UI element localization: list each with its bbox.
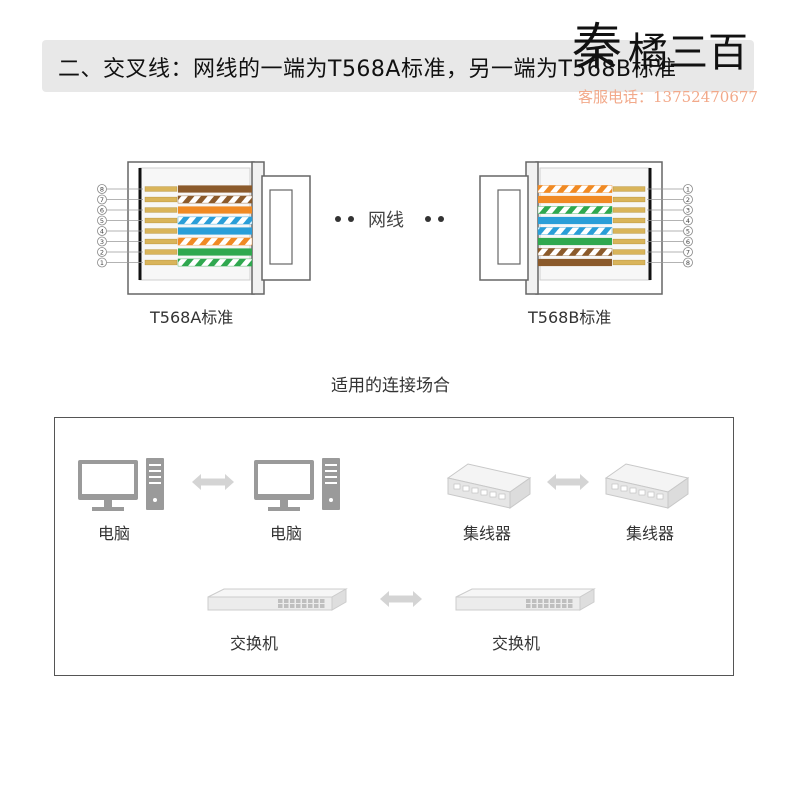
b-pin-number: 4	[686, 217, 690, 225]
a-pin-marker	[97, 194, 107, 205]
latch-slot	[497, 189, 521, 265]
device-label-switch-a: 交换机	[230, 634, 279, 653]
double-arrow	[192, 474, 234, 490]
double-arrow	[547, 474, 589, 490]
a-pin-number: 8	[100, 186, 104, 194]
b-pin-contact	[612, 207, 646, 213]
t568a-connector: 8 7 6 5 4 3 2 1	[97, 161, 311, 295]
a-pin-contact	[144, 196, 178, 203]
a-pin-number: 7	[100, 196, 104, 204]
b-pin-contact	[612, 217, 646, 224]
b-wire	[537, 227, 613, 235]
usage-frame	[54, 417, 734, 676]
a-pin-contact	[144, 249, 178, 255]
t568b-connector: 1 2 3 4 5 6 7 8	[479, 161, 693, 295]
a-pin-marker	[97, 257, 107, 268]
a-wire	[178, 185, 252, 193]
a-wire	[178, 227, 252, 235]
b-wire	[538, 216, 612, 225]
title-bar	[42, 40, 754, 92]
a-pin-marker	[97, 247, 107, 257]
b-wire	[538, 195, 612, 204]
t568a-label: T568A标准	[150, 308, 234, 327]
b-pin-number: 2	[686, 196, 690, 204]
a-wire	[177, 216, 253, 225]
b-wire	[537, 185, 613, 193]
b-pin-marker	[683, 247, 693, 257]
b-pin-contact	[612, 259, 646, 266]
a-pin-marker	[97, 236, 107, 247]
b-pin-marker	[683, 205, 693, 215]
b-pin-contact	[612, 249, 646, 255]
a-pin-marker	[97, 226, 107, 236]
a-pin-contact	[144, 207, 178, 213]
a-pin-number: 2	[100, 249, 104, 257]
a-wire	[177, 258, 253, 267]
a-pin-contact	[144, 238, 178, 245]
a-pin-number: 3	[100, 238, 104, 246]
watermark-phone: 客服电话：13752470677	[578, 88, 758, 106]
hub-icon	[446, 463, 532, 509]
b-pin-marker	[683, 226, 693, 236]
a-pin-contact	[144, 217, 178, 224]
b-pin-number: 7	[686, 249, 690, 257]
a-pin-marker	[97, 215, 107, 226]
cable-dots-left	[335, 216, 354, 222]
a-pin-marker	[97, 205, 107, 215]
a-pin-number: 1	[100, 259, 104, 267]
hub-icon	[604, 463, 690, 509]
computer-icon	[254, 458, 340, 511]
b-pin-contact	[612, 196, 646, 203]
b-pin-number: 8	[686, 259, 690, 267]
b-pin-number: 1	[686, 186, 690, 194]
device-label-pc-a: 电脑	[98, 524, 131, 543]
device-label-switch-b: 交换机	[492, 634, 541, 653]
b-pin-contact	[612, 186, 646, 192]
a-pin-contact	[144, 186, 178, 192]
svg-text:橘三百: 橘三百	[628, 30, 748, 76]
a-pin-contact	[144, 228, 178, 234]
b-wire	[538, 237, 612, 246]
b-pin-marker	[683, 257, 693, 268]
a-pin-number: 6	[100, 207, 104, 215]
b-pin-contact	[612, 238, 646, 245]
switch-icon	[207, 588, 348, 611]
usage-title: 适用的连接场合	[331, 376, 450, 396]
b-pin-number: 3	[686, 207, 690, 215]
a-wire	[177, 195, 253, 204]
a-pin-number: 4	[100, 228, 104, 236]
b-pin-marker	[683, 194, 693, 205]
double-arrow	[380, 591, 422, 607]
b-pin-contact	[612, 228, 646, 234]
b-pin-number: 6	[686, 238, 690, 246]
computer-icon	[78, 458, 164, 511]
a-wire	[178, 248, 252, 256]
b-wire	[537, 206, 613, 214]
device-label-hub-b: 集线器	[626, 524, 675, 543]
latch-slot	[269, 189, 293, 265]
b-pin-marker	[683, 236, 693, 247]
watermark-signature: 秦 橘三百	[572, 18, 748, 76]
t568b-label: T568B标准	[528, 308, 612, 327]
b-wire	[538, 258, 612, 267]
svg-text:秦: 秦	[572, 18, 622, 76]
a-pin-number: 5	[100, 217, 104, 225]
a-pin-contact	[144, 259, 178, 266]
b-wire	[537, 248, 613, 256]
a-wire	[177, 237, 253, 246]
page-title: 二、交叉线：网线的一端为T568A标准，另一端为T568B标准	[58, 57, 677, 82]
usage-devices	[78, 458, 690, 611]
b-pin-marker	[683, 215, 693, 226]
cable-label: 网线	[368, 210, 404, 231]
a-wire	[178, 206, 252, 214]
device-label-pc-b: 电脑	[270, 524, 303, 543]
cable-dots-right	[425, 216, 444, 222]
a-pin-marker	[97, 184, 107, 194]
b-pin-number: 5	[686, 228, 690, 236]
device-label-hub-a: 集线器	[463, 524, 512, 543]
switch-icon	[455, 588, 596, 611]
b-pin-marker	[683, 184, 693, 194]
